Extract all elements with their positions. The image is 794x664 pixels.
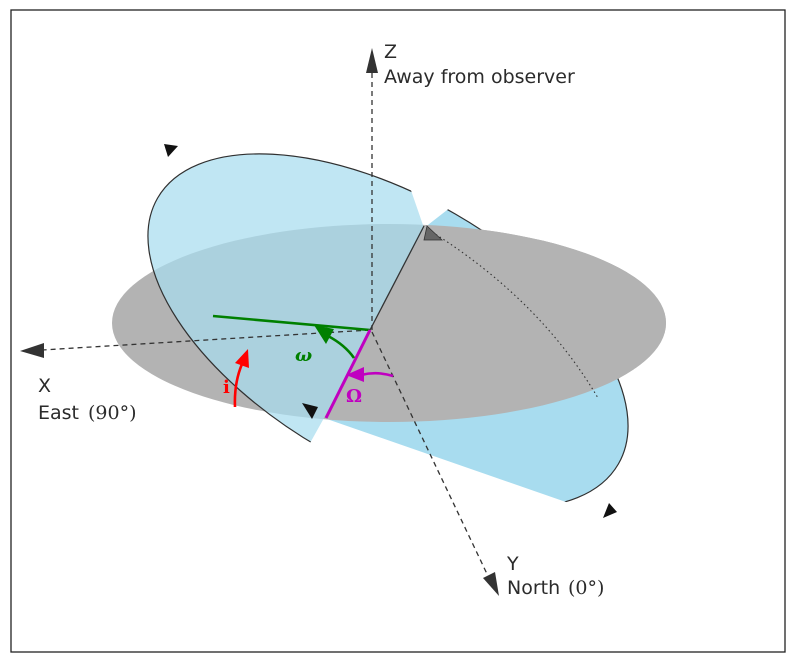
x-axis-angle: (90°) xyxy=(88,402,137,424)
omega-arrowhead xyxy=(314,325,334,344)
periastron-line xyxy=(212,314,371,332)
inclination-arc xyxy=(233,363,244,408)
z-axis-description: Away from observer xyxy=(384,66,575,88)
y-axis-description: North xyxy=(507,577,560,599)
y-axis-arrowhead xyxy=(483,572,499,596)
node-line xyxy=(324,329,372,419)
z-axis-arrowhead xyxy=(366,48,378,73)
orbit-direction-arrow-node xyxy=(302,403,318,419)
orbit-plane-edge xyxy=(369,225,425,331)
hidden-orbit-arc xyxy=(431,231,599,399)
node-arrowhead xyxy=(346,367,364,382)
node-label: Ω xyxy=(346,386,362,407)
y-axis-angle: (0°) xyxy=(568,577,604,599)
orbit-direction-arrow-top xyxy=(164,144,178,157)
omega-arc xyxy=(327,334,356,359)
y-axis-letter: Y xyxy=(506,553,519,575)
inclination-arrowhead xyxy=(235,349,249,368)
x-axis-line xyxy=(41,329,371,351)
orbit-direction-arrow-bottom xyxy=(603,503,617,518)
y-axis-line xyxy=(371,331,489,577)
x-axis-arrowhead xyxy=(20,343,44,358)
reference-plane-overlap xyxy=(324,224,666,422)
orbit-direction-arrow-hidden xyxy=(423,225,444,241)
inclination-label: i xyxy=(223,377,230,398)
z-axis-letter: Z xyxy=(384,41,397,63)
x-axis-description: East xyxy=(38,402,79,424)
x-axis-letter: X xyxy=(38,375,51,397)
omega-label: ω xyxy=(295,345,312,366)
